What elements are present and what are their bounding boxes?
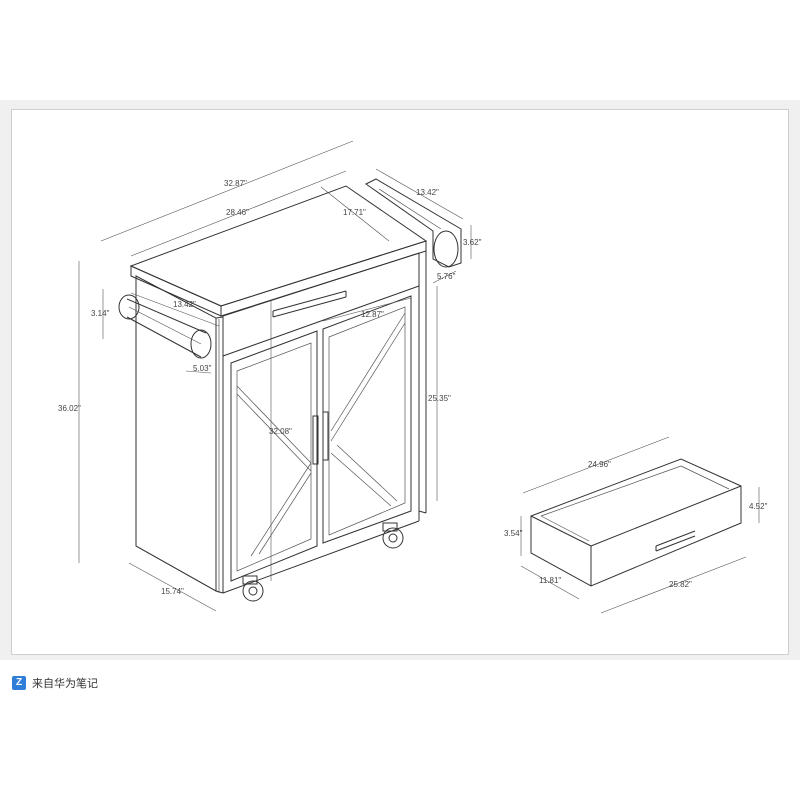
dim-drawer-depth: 11.81" <box>539 576 561 585</box>
kitchen-cart-drawing: 32.87" 28.46" 17.71" 13.42" 3.62" 5.76" … <box>58 140 768 614</box>
drawer-body <box>530 458 742 587</box>
image-viewer: 32.87" 28.46" 17.71" 13.42" 3.62" 5.76" … <box>0 100 800 660</box>
note-footer: Z 来自华为笔记 <box>0 670 800 698</box>
dim-top-width: 28.46" <box>226 208 249 217</box>
dim-cabinet-height: 25.35" <box>428 394 451 403</box>
dim-rail-offset: 5.76" <box>437 272 456 281</box>
dim-towel-bar-length: 13.42" <box>173 300 196 309</box>
dim-side-depth: 13.42" <box>416 188 439 197</box>
dim-door-width: 12.87" <box>361 310 384 319</box>
dim-towel-bar-height: 3.14" <box>91 309 110 318</box>
dim-top-depth: 17.71" <box>343 208 366 217</box>
dim-total-height: 36.02" <box>58 404 81 413</box>
cart-dimension-lines <box>78 140 472 612</box>
dim-towel-bar-offset: 5.03" <box>193 364 212 373</box>
dim-base-depth: 15.74" <box>161 587 184 596</box>
cart-body <box>118 178 462 602</box>
huawei-notes-logo-icon: Z <box>12 676 26 690</box>
diagram-sheet: 32.87" 28.46" 17.71" 13.42" 3.62" 5.76" … <box>11 109 789 655</box>
cart-dimension-labels: 32.87" 28.46" 17.71" 13.42" 3.62" 5.76" … <box>58 179 482 596</box>
dim-rail-height: 3.62" <box>463 238 482 247</box>
source-label: 来自华为笔记 <box>32 678 98 690</box>
dim-drawer-side-height: 3.54" <box>504 529 523 538</box>
dim-drawer-width: 24.96" <box>588 460 611 469</box>
drawer-dimension-labels: 24.96" 4.52" 3.54" 11.81" 25.82" <box>504 460 768 589</box>
drawer-dimension-lines <box>520 436 760 614</box>
dim-inner-height: 32.08" <box>269 427 292 436</box>
dim-total-width: 32.87" <box>224 179 247 188</box>
dim-drawer-height: 4.52" <box>749 502 768 511</box>
dim-drawer-front-width: 25.82" <box>669 580 692 589</box>
